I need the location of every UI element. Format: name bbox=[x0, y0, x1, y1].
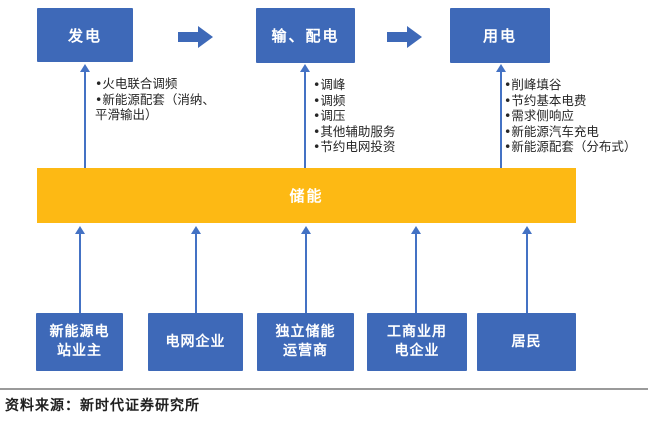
box-label-line: 新能源电 bbox=[49, 324, 110, 341]
transmission-distribution-box: 输、配电 bbox=[256, 8, 355, 63]
up-arrow-to-consumption bbox=[496, 64, 506, 168]
up-arrow-from-grid-company bbox=[191, 226, 201, 313]
up-arrow-from-resident bbox=[522, 226, 532, 313]
up-arrow-to-transmission bbox=[300, 64, 310, 168]
resident-box: 居民 bbox=[477, 313, 576, 371]
list-item: •火电联合调频 bbox=[95, 76, 178, 91]
new-energy-plant-owner-box: 新能源电 站业主 bbox=[36, 313, 123, 371]
list-item: •需求侧响应 bbox=[504, 108, 574, 123]
box-label-line: 电企业 bbox=[394, 343, 440, 359]
list-item: •调峰 bbox=[313, 77, 346, 92]
box-label-line: 站业主 bbox=[57, 343, 102, 359]
list-item: •其他辅助服务 bbox=[313, 123, 396, 139]
box-label-line: 工商业用 bbox=[387, 324, 447, 341]
generation-box: 发电 bbox=[37, 8, 133, 62]
box-label-line: 电网企业 bbox=[165, 333, 226, 350]
list-item: •新能源配套（分布式） bbox=[504, 139, 637, 154]
up-arrow-from-commercial-user bbox=[411, 226, 421, 313]
list-item: •调压 bbox=[313, 108, 346, 123]
list-item: •节约基本电费 bbox=[504, 92, 587, 108]
consumption-box-label: 用电 bbox=[482, 27, 517, 45]
box-label-line: 居民 bbox=[511, 333, 542, 350]
independent-storage-operator-box: 独立储能 运营商 bbox=[257, 313, 354, 371]
list-item: •调频 bbox=[313, 92, 346, 108]
arrowhead-up-icon bbox=[411, 226, 421, 234]
up-arrow-from-storage-operator bbox=[301, 226, 311, 313]
transmission-distribution-box-label: 输、配电 bbox=[271, 27, 340, 45]
energy-storage-bar: 储能 bbox=[37, 168, 576, 223]
generation-box-label: 发电 bbox=[67, 26, 102, 45]
consumption-benefits-list: •削峰填谷 •节约基本电费 •需求侧响应 •新能源汽车充电 •新能源配套（分布式… bbox=[504, 77, 636, 155]
generation-benefits-list: •火电联合调频 •新能源配套（消纳、 平滑输出） bbox=[95, 76, 215, 123]
arrowhead-up-icon bbox=[80, 64, 90, 72]
grid-company-box: 电网企业 bbox=[148, 313, 243, 371]
right-arrow-icon bbox=[387, 25, 423, 49]
right-arrow-icon bbox=[178, 25, 214, 49]
arrowhead-up-icon bbox=[496, 64, 506, 72]
consumption-box: 用电 bbox=[450, 8, 550, 63]
commercial-industrial-user-box: 工商业用 电企业 bbox=[367, 313, 467, 371]
list-item: •新能源配套（消纳、 bbox=[95, 91, 215, 107]
box-label-line: 独立储能 bbox=[275, 324, 336, 341]
transmission-benefits-list: •调峰 •调频 •调压 •其他辅助服务 •节约电网投资 bbox=[313, 77, 395, 155]
box-label-line: 运营商 bbox=[283, 343, 328, 359]
list-item: •削峰填谷 bbox=[504, 77, 562, 92]
arrowhead-up-icon bbox=[191, 226, 201, 234]
arrowhead-up-icon bbox=[522, 226, 532, 234]
up-arrow-from-new-energy-owner bbox=[75, 226, 85, 313]
list-item: 平滑输出） bbox=[95, 107, 158, 122]
arrowhead-up-icon bbox=[301, 226, 311, 234]
list-item: •节约电网投资 bbox=[313, 139, 396, 154]
up-arrow-to-generation bbox=[80, 64, 90, 168]
arrowhead-up-icon bbox=[300, 64, 310, 72]
energy-storage-bar-label: 储能 bbox=[289, 187, 324, 205]
arrowhead-up-icon bbox=[75, 226, 85, 234]
source-note: 资料来源：新时代证券研究所 bbox=[5, 398, 200, 414]
footer-divider bbox=[0, 388, 648, 390]
list-item: •新能源汽车充电 bbox=[504, 123, 599, 139]
